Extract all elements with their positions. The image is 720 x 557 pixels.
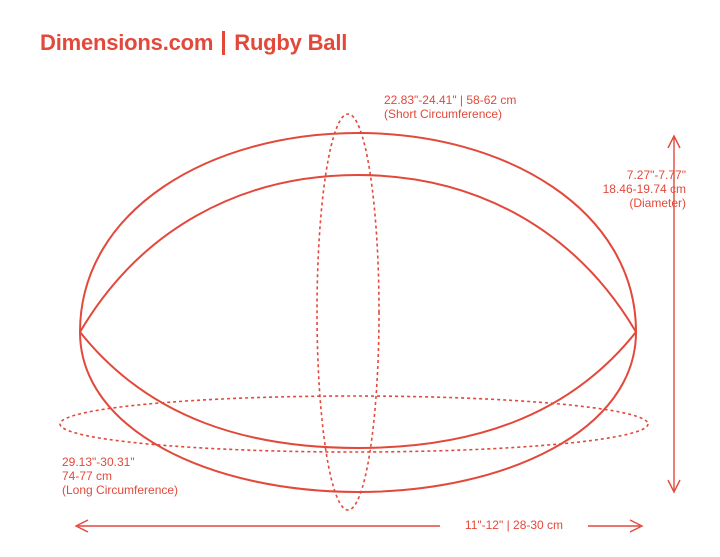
diameter-imperial: 7.27"-7.77" [626, 168, 686, 182]
page-title: Dimensions.com Rugby Ball [40, 30, 347, 56]
brand-name: Dimensions.com [40, 30, 214, 55]
title-separator [222, 31, 226, 55]
long-circumference-ellipse [59, 395, 649, 453]
diameter-arrow-head-bottom [667, 479, 681, 494]
long-circumference-label: 29.13"-30.31" 74-77 cm (Long Circumferen… [62, 455, 178, 497]
short-circumference-label: 22.83"-24.41" | 58-62 cm (Short Circumfe… [384, 93, 516, 121]
length-arrow-head-left [74, 519, 89, 533]
ball-seam-bottom [79, 331, 637, 450]
diameter-metric: 18.46-19.74 cm [602, 182, 686, 196]
diameter-label: 7.27"-7.77" 18.46-19.74 cm (Diameter) [560, 168, 686, 210]
short-circumference-value: 22.83"-24.41" | 58-62 cm [384, 93, 517, 107]
long-circumference-caption: (Long Circumference) [62, 483, 179, 497]
long-circumference-metric: 74-77 cm [62, 469, 113, 483]
diameter-caption: (Diameter) [629, 196, 686, 210]
ball-outline [78, 131, 638, 494]
length-arrow-head-right [629, 519, 644, 533]
long-circumference-imperial: 29.13"-30.31" [62, 455, 135, 469]
short-circumference-caption: (Short Circumference) [384, 107, 503, 121]
ball-seam-top [79, 173, 637, 333]
length-label: 11"-12" | 28-30 cm [440, 518, 588, 532]
diameter-arrow-head-top [667, 134, 681, 149]
short-circumference-ellipse [316, 113, 380, 511]
diagram-title: Rugby Ball [234, 30, 348, 55]
